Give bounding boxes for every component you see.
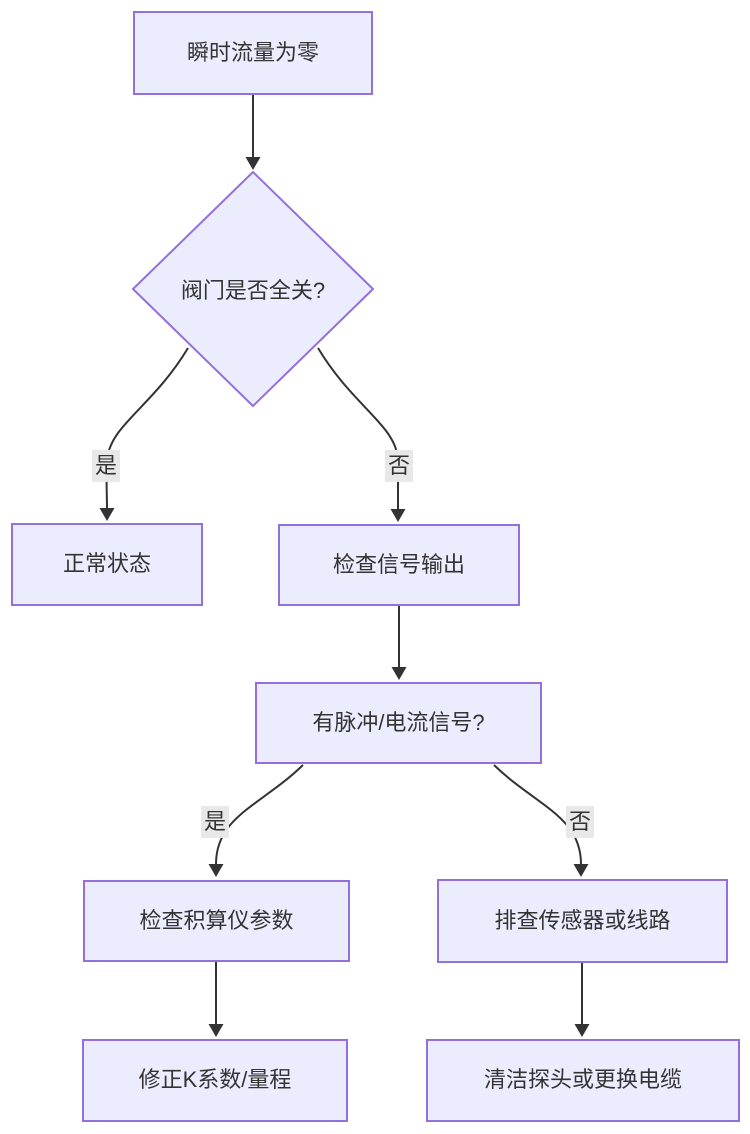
- arrowhead-into-fix-k: [208, 1024, 224, 1037]
- node-fix-k-factor-range: 修正K系数/量程: [82, 1039, 348, 1122]
- node-check-signal-output: 检查信号输出: [278, 524, 520, 606]
- node-clean-probe-replace-cable: 清洁探头或更换电缆: [426, 1039, 740, 1122]
- edge-decision-to-normal: [105, 347, 189, 509]
- node-normal-state: 正常状态: [11, 523, 203, 606]
- arrowhead-into-signal-question: [391, 667, 407, 680]
- node-check-sensor-wiring: 排查传感器或线路: [437, 879, 728, 963]
- node-check-totalizer-params: 检查积算仪参数: [83, 880, 350, 962]
- edge-label-yes-1: 是: [91, 449, 121, 483]
- node-signal-question: 有脉冲/电流信号?: [255, 682, 542, 764]
- edge-label-no-2: 否: [565, 805, 595, 839]
- edge-label-no-1: 否: [384, 449, 414, 483]
- node-start: 瞬时流量为零: [133, 11, 373, 95]
- edge-signal-question-to-check-sensor: [493, 764, 582, 865]
- arrowhead-into-decision: [245, 157, 261, 170]
- decision-diamond-shape: [132, 171, 374, 407]
- edge-label-yes-2: 是: [200, 805, 230, 839]
- edge-signal-question-to-check-totalizer: [215, 764, 304, 865]
- edge-decision-to-check-signal: [317, 347, 399, 509]
- arrowhead-into-normal: [99, 508, 115, 521]
- arrowhead-into-check-totalizer: [208, 864, 224, 877]
- arrowhead-into-clean-probe: [574, 1024, 590, 1037]
- node-decision-valve-label: 阀门是否全关?: [180, 278, 326, 303]
- arrowhead-into-check-signal: [390, 509, 406, 522]
- arrowhead-into-check-sensor: [573, 864, 589, 877]
